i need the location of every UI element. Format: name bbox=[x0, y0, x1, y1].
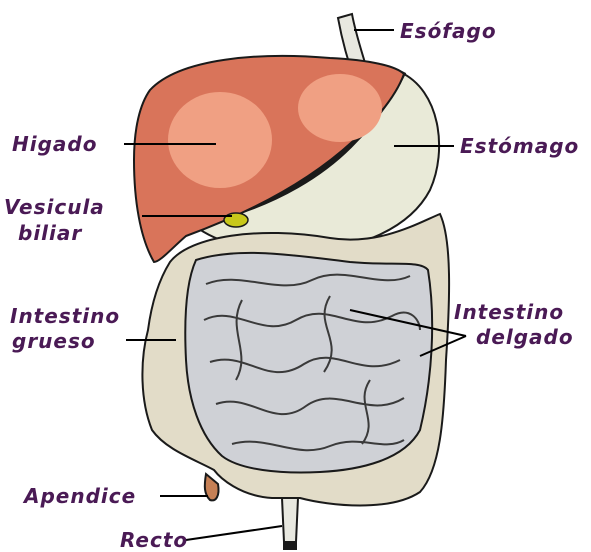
label-estomago: Estómago bbox=[460, 135, 579, 157]
pointer-recto bbox=[186, 526, 282, 540]
label-vesicula-line2: biliar bbox=[18, 222, 82, 244]
label-apendice: Apendice bbox=[24, 485, 136, 507]
label-higado: Higado bbox=[12, 133, 97, 155]
label-intestino-grueso-line1: Intestino bbox=[10, 305, 120, 327]
label-intestino-grueso-line2: grueso bbox=[12, 330, 96, 352]
label-intestino-delgado-line2: delgado bbox=[476, 326, 574, 348]
label-recto: Recto bbox=[120, 529, 188, 551]
rectum-end bbox=[283, 542, 297, 550]
liver-highlight-right bbox=[298, 74, 382, 142]
label-esofago: Esófago bbox=[400, 20, 497, 42]
liver-highlight-left bbox=[168, 92, 272, 188]
label-vesicula-line1: Vesicula bbox=[4, 196, 105, 218]
label-intestino-delgado-line1: Intestino bbox=[454, 301, 564, 323]
rectum bbox=[282, 498, 298, 542]
